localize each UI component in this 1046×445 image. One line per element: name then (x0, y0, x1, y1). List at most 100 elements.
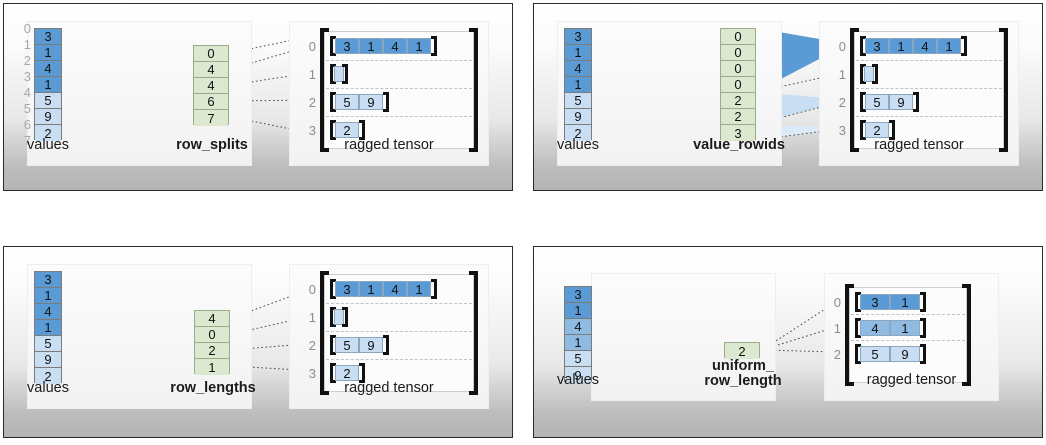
value-index-label: 1 (23, 37, 31, 52)
value-index-label: 2 (23, 53, 31, 68)
ragged-row-index: 2 (833, 347, 841, 362)
ragged-cell: 5 (335, 337, 359, 353)
row-bracket-left (330, 335, 336, 355)
ragged-cell: 1 (359, 38, 383, 54)
ragged-row-index: 0 (308, 282, 316, 297)
row-bracket-left (330, 64, 336, 84)
encoding-cell: 4 (195, 311, 229, 327)
row-bracket-right (359, 120, 365, 140)
row-bracket-left (855, 318, 861, 338)
card-values-encoding (591, 273, 776, 401)
value-cell: 1 (35, 288, 61, 304)
ragged-cell: 1 (359, 281, 383, 297)
ragged-tensor-bracket-right (999, 28, 1008, 152)
ragged-cell: 3 (335, 38, 359, 54)
ragged-tensor-bracket-left (320, 271, 329, 395)
encoding-cell: 2 (195, 343, 229, 359)
row-bracket-right (920, 318, 926, 338)
row-bracket-right (342, 307, 348, 327)
ragged-cell: 1 (407, 38, 431, 54)
value-cell: 4 (35, 61, 61, 77)
ragged-row-index: 1 (308, 310, 316, 325)
row-bracket-right (920, 344, 926, 364)
values-label: values (557, 137, 599, 153)
ragged-cell: 1 (407, 281, 431, 297)
value-cell: 3 (565, 287, 591, 303)
ragged-cell: 1 (890, 294, 920, 310)
ragged-cell: 3 (335, 281, 359, 297)
value-cell: 4 (565, 319, 591, 335)
ragged-row-index: 0 (838, 39, 846, 54)
ragged-cell: 2 (335, 122, 359, 138)
ragged-row-divider (326, 116, 472, 117)
encoding-label: row_splits (176, 137, 248, 153)
encoding-cell: 4 (194, 78, 228, 94)
encoding-cell: 0 (721, 45, 755, 61)
ragged-tensor-bracket-right (469, 28, 478, 152)
ragged-row-index: 2 (838, 95, 846, 110)
value-index-label: 7 (23, 133, 31, 148)
value-cell: 3 (35, 272, 61, 288)
value-cell: 9 (565, 109, 591, 125)
row-bracket-right (383, 335, 389, 355)
ragged-cell: 4 (383, 38, 407, 54)
ragged-tensor-bracket-left (845, 284, 854, 386)
value-cell: 3 (35, 29, 61, 45)
ragged-cell: 1 (937, 38, 961, 54)
ragged-row-divider (326, 331, 472, 332)
row-bracket-left (330, 363, 336, 383)
ragged-cell: 3 (865, 38, 889, 54)
ragged-row-index: 1 (308, 67, 316, 82)
value-cell: 9 (35, 109, 61, 125)
ragged-cell: 2 (335, 365, 359, 381)
ragged-cell: 1 (889, 38, 913, 54)
row-bracket-left (860, 36, 866, 56)
ragged-cell: 1 (890, 320, 920, 336)
row-bracket-left (330, 92, 336, 112)
ragged-row-divider (326, 359, 472, 360)
ragged-cell: 9 (359, 94, 383, 110)
value-cell: 2 (565, 125, 591, 141)
encoding-cell: 4 (194, 62, 228, 78)
ragged-cell: 5 (335, 94, 359, 110)
ragged-cell: 5 (860, 346, 890, 362)
encoding-column: 2 (724, 342, 760, 359)
value-cell: 1 (35, 77, 61, 93)
ragged-tensor-bracket-left (850, 28, 859, 152)
value-cell: 5 (35, 93, 61, 109)
values-label: values (27, 137, 69, 153)
ragged-row-index: 0 (833, 295, 841, 310)
value-cell: 9 (35, 352, 61, 368)
encoding-cell: 7 (194, 110, 228, 126)
row-bracket-right (383, 92, 389, 112)
encoding-cell: 0 (721, 29, 755, 45)
encoding-cell: 0 (721, 77, 755, 93)
value-cell: 5 (565, 351, 591, 367)
ragged-cell: 4 (383, 281, 407, 297)
row-bracket-left (330, 36, 336, 56)
ragged-row-index: 3 (308, 123, 316, 138)
ragged-tensor-bracket-left (320, 28, 329, 152)
row-bracket-right (961, 36, 967, 56)
ragged-cell: 4 (860, 320, 890, 336)
encoding-cell: 0 (194, 46, 228, 62)
encoding-cell: 1 (195, 359, 229, 375)
ragged-cell: 9 (890, 346, 920, 362)
row-bracket-right (920, 292, 926, 312)
ragged-row-divider (856, 60, 1002, 61)
ragged-row-index: 2 (308, 338, 316, 353)
ragged-row-index: 3 (308, 366, 316, 381)
ragged-row-divider (326, 303, 472, 304)
ragged-tensor-label: ragged tensor (344, 380, 434, 396)
value-cell: 4 (35, 304, 61, 320)
row-bracket-left (330, 120, 336, 140)
